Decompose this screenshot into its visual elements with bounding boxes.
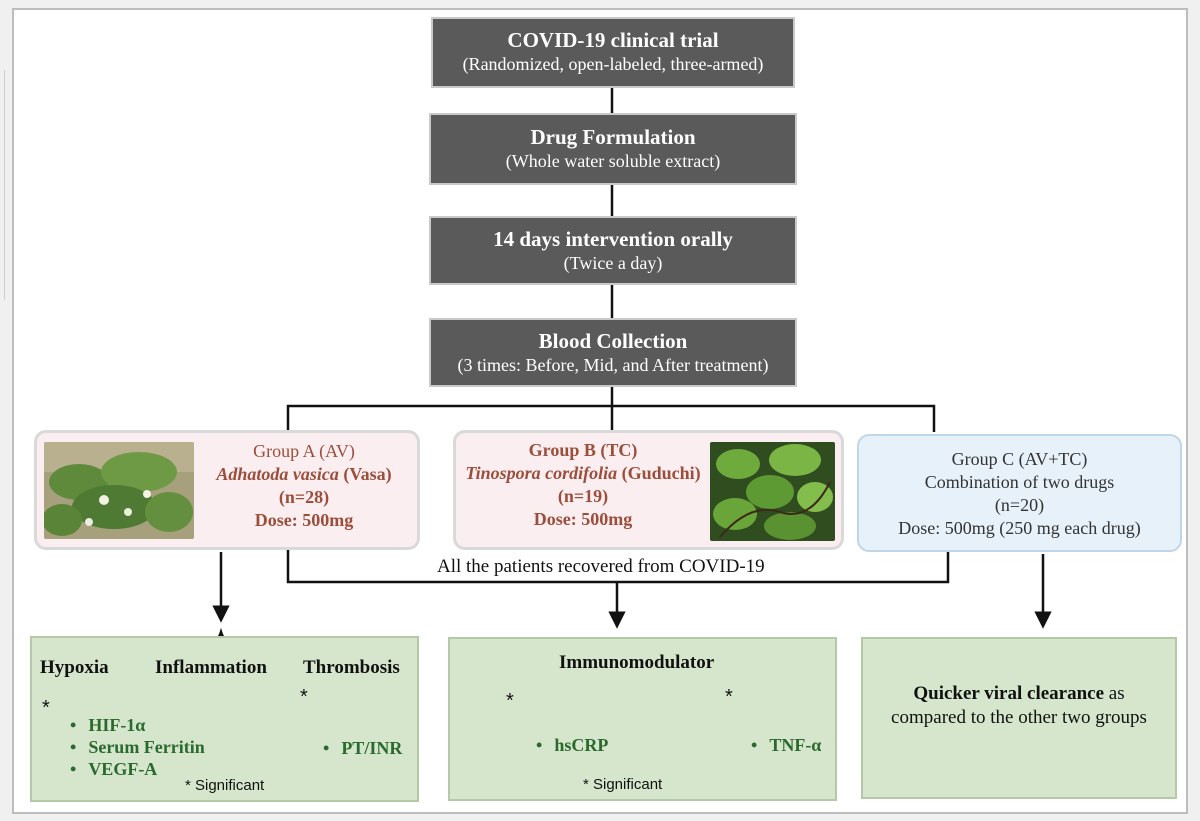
result-b-up-list: TNF-α [751, 734, 821, 756]
group-b-dose: Dose: 500mg [533, 509, 633, 529]
box-drug-formulation: Drug Formulation (Whole water soluble ex… [429, 113, 797, 185]
box-blood-collection: Blood Collection (3 times: Before, Mid, … [429, 318, 797, 387]
group-a-common: (Vasa) [338, 464, 392, 484]
result-b-down-list: hsCRP [536, 734, 608, 756]
label-immunomodulator: Immunomodulator [559, 652, 715, 673]
label-thrombosis: Thrombosis [303, 657, 400, 678]
group-b-n: (n=19) [557, 486, 609, 506]
box-clinical-trial-sub: (Randomized, open-labeled, three-armed) [462, 54, 764, 74]
recovered-text: All the patients recovered from COVID-19 [433, 556, 769, 578]
group-b-common: (Guduchi) [617, 463, 701, 483]
group-b-name: Group B (TC) [528, 440, 638, 460]
marker-hscrp: hsCRP [536, 734, 608, 756]
marker-serum-ferritin: Serum Ferritin [70, 736, 204, 758]
result-a-up-list: PT/INR [323, 737, 402, 759]
result-c-rest: as compared to the other two groups [891, 683, 1147, 728]
group-c-desc: Combination of two drugs [924, 472, 1115, 492]
result-c-bold: Quicker viral clearance [913, 683, 1105, 704]
marker-pt-inr: PT/INR [323, 737, 402, 759]
result-a-down-list: HIF-1α Serum Ferritin VEGF-A [70, 714, 205, 780]
marker-tnfa: TNF-α [751, 734, 821, 756]
group-a-name: Group A (AV) [253, 441, 355, 461]
left-edge-strip [0, 70, 5, 300]
label-inflammation: Inflammation [155, 657, 267, 678]
group-b-species-line: Tinospora cordifolia (Guduchi) [458, 462, 708, 485]
group-c-dose: Dose: 500mg (250 mg each drug) [898, 518, 1141, 538]
group-c-box: Group C (AV+TC) Combination of two drugs… [857, 434, 1182, 552]
group-b-box: Group B (TC) Tinospora cordifolia (Guduc… [453, 430, 844, 550]
result-b-star-up: * [725, 686, 733, 708]
result-b-significant: * Significant [583, 776, 663, 793]
branch-top-line [286, 404, 936, 432]
box-blood-collection-sub: (3 times: Before, Mid, and After treatme… [457, 355, 769, 375]
result-b-star-down: * [506, 690, 514, 712]
group-c-name: Group C (AV+TC) [951, 449, 1088, 469]
group-a-box: Group A (AV) Adhatoda vasica (Vasa) (n=2… [34, 430, 420, 550]
label-hypoxia: Hypoxia [40, 657, 109, 678]
box-drug-formulation-sub: (Whole water soluble extract) [505, 151, 721, 171]
marker-hif1a: HIF-1α [70, 714, 205, 736]
group-c-n: (n=20) [994, 495, 1045, 515]
group-b-species: Tinospora cordifolia [465, 463, 618, 483]
group-a-n: (n=28) [278, 487, 330, 507]
box-clinical-trial-title: COVID-19 clinical trial [507, 28, 719, 52]
adhatoda-plant-photo [44, 442, 194, 539]
box-drug-formulation-title: Drug Formulation [530, 125, 696, 149]
box-intervention-sub: (Twice a day) [563, 253, 663, 273]
box-intervention-title: 14 days intervention orally [493, 227, 733, 251]
box-intervention: 14 days intervention orally (Twice a day… [429, 216, 797, 285]
result-a-star-down: * [42, 697, 50, 719]
result-c-text: Quicker viral clearance as compared to t… [885, 682, 1153, 730]
marker-vegfa: VEGF-A [70, 758, 205, 780]
result-a-significant: * Significant [185, 777, 265, 794]
box-clinical-trial: COVID-19 clinical trial (Randomized, ope… [431, 17, 795, 88]
group-a-dose: Dose: 500mg [254, 510, 354, 530]
result-a-star-up: * [300, 686, 308, 708]
tinospora-plant-photo [710, 442, 835, 541]
result-c-box [861, 637, 1177, 799]
group-a-species: Adhatoda vasica [216, 464, 339, 484]
result-b-box [448, 637, 837, 801]
group-a-species-line: Adhatoda vasica (Vasa) [197, 463, 411, 486]
box-blood-collection-title: Blood Collection [538, 329, 688, 353]
